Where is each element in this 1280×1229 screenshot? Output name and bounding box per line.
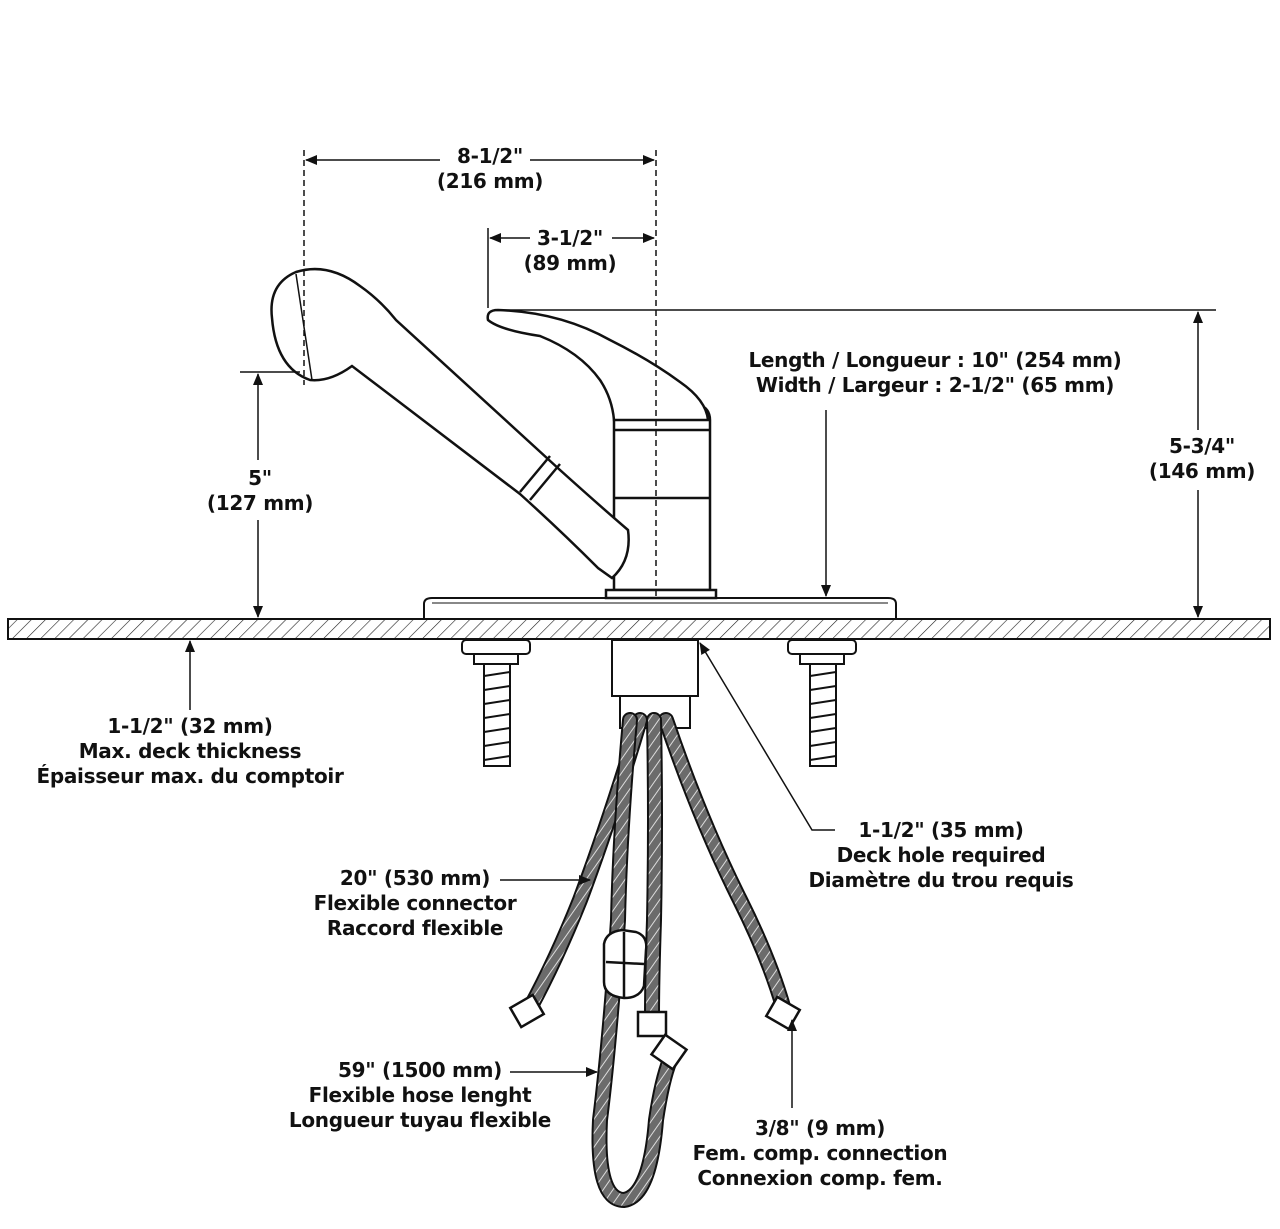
deck-thickness-en: Max. deck thickness [78, 739, 302, 763]
overall-spread-metric: (216 mm) [436, 169, 544, 193]
spray-head [270, 267, 630, 580]
base-plate-width: Width / Largeur : 2-1/2" (65 mm) [755, 373, 1115, 397]
countertop [7, 618, 1271, 640]
flexible-connector-fr: Raccord flexible [326, 916, 504, 940]
total-height-imperial: 5-3/4" [1169, 434, 1235, 458]
total-height-label: 5-3/4" (146 mm) [1132, 434, 1272, 484]
handle-spread-metric: (89 mm) [523, 251, 617, 275]
overall-spread-label: 8-1/2" (216 mm) [400, 144, 580, 194]
deck-thickness-fr: Épaisseur max. du comptoir [36, 764, 344, 788]
deck-thickness-label: 1-1/2" (32 mm) Max. deck thickness Épais… [20, 714, 360, 789]
dimension-lines [185, 150, 1216, 1108]
base-plate-label: Length / Longueur : 10" (254 mm) Width /… [700, 348, 1170, 398]
hose-length-label: 59" (1500 mm) Flexible hose lenght Longu… [270, 1058, 570, 1133]
faucet-handle [486, 308, 710, 422]
base-plate [423, 597, 897, 620]
mounting-stud-left [461, 639, 531, 767]
hose-length-en: Flexible hose lenght [308, 1083, 532, 1107]
handle-spread-imperial: 3-1/2" [537, 226, 603, 250]
connection-label: 3/8" (9 mm) Fem. comp. connection Connex… [670, 1116, 970, 1191]
flexible-connector-size: 20" (530 mm) [339, 866, 491, 890]
hose-length-fr: Longueur tuyau flexible [288, 1108, 552, 1132]
connection-fr: Connexion comp. fem. [697, 1166, 943, 1190]
spout-height-metric: (127 mm) [206, 491, 314, 515]
deck-hole-en: Deck hole required [836, 843, 1046, 867]
total-height-metric: (146 mm) [1148, 459, 1256, 483]
base-plate-length: Length / Longueur : 10" (254 mm) [748, 348, 1122, 372]
deck-hole-fr: Diamètre du trou requis [808, 868, 1074, 892]
spout-height-imperial: 5" [248, 466, 272, 490]
connection-size: 3/8" (9 mm) [754, 1116, 886, 1140]
flexible-connector-en: Flexible connector [313, 891, 517, 915]
deck-thickness-size: 1-1/2" (32 mm) [107, 714, 273, 738]
deck-hole-size: 1-1/2" (35 mm) [858, 818, 1024, 842]
supply-hoses [522, 712, 792, 1209]
flexible-connector-label: 20" (530 mm) Flexible connector Raccord … [290, 866, 540, 941]
hose-weight [602, 928, 648, 1000]
mounting-stud-right [787, 639, 857, 767]
faucet-shank [611, 639, 699, 729]
connection-en: Fem. comp. connection [692, 1141, 948, 1165]
faucet-body [604, 402, 718, 600]
overall-spread-imperial: 8-1/2" [457, 144, 523, 168]
spout-height-label: 5" (127 mm) [190, 466, 330, 516]
deck-hole-label: 1-1/2" (35 mm) Deck hole required Diamèt… [796, 818, 1086, 893]
hose-length-size: 59" (1500 mm) [338, 1058, 502, 1082]
handle-spread-label: 3-1/2" (89 mm) [490, 226, 650, 276]
